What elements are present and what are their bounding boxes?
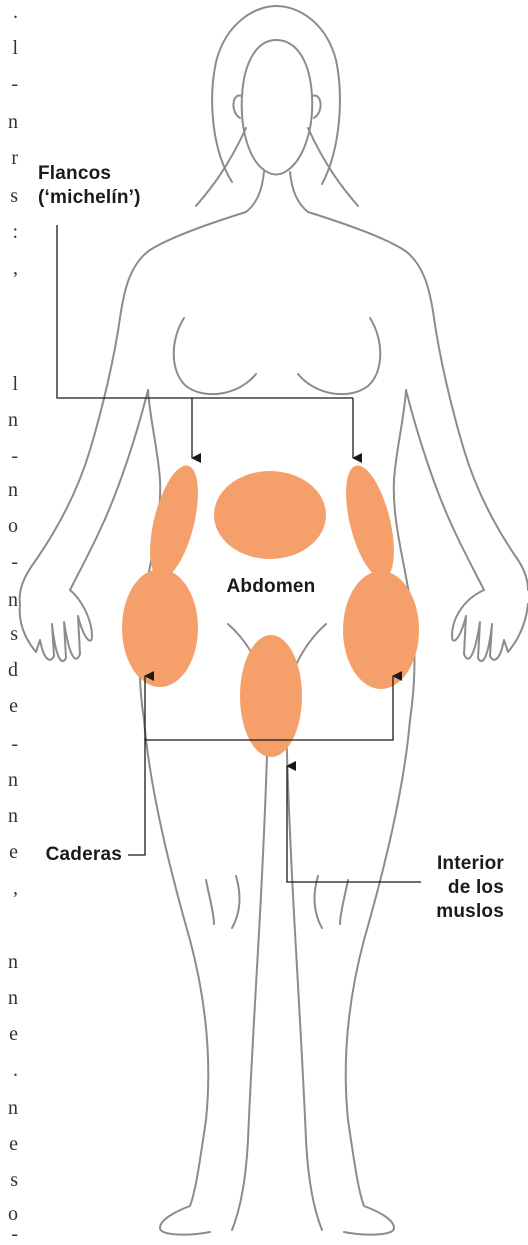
zone-hip-right <box>343 571 419 689</box>
label-interior-line1: Interior <box>400 852 504 876</box>
label-interior-line2: de los <box>400 876 504 900</box>
label-flancos-line1: Flancos <box>38 162 198 186</box>
label-interior-muslos: Interior de los muslos <box>400 852 504 924</box>
label-flancos-line2: (‘michelín’) <box>38 186 198 210</box>
zone-hip-left <box>122 569 198 687</box>
label-abdomen: Abdomen <box>219 575 323 599</box>
label-flancos: Flancos (‘michelín’) <box>38 162 198 210</box>
flancos-leader <box>57 225 353 398</box>
zone-abdomen <box>214 471 326 559</box>
zone-inner-thigh <box>240 635 302 757</box>
fat-zones <box>122 461 419 757</box>
caderas-leader <box>128 738 145 855</box>
label-interior-line3: muslos <box>400 900 504 924</box>
label-caderas: Caderas <box>24 843 122 867</box>
